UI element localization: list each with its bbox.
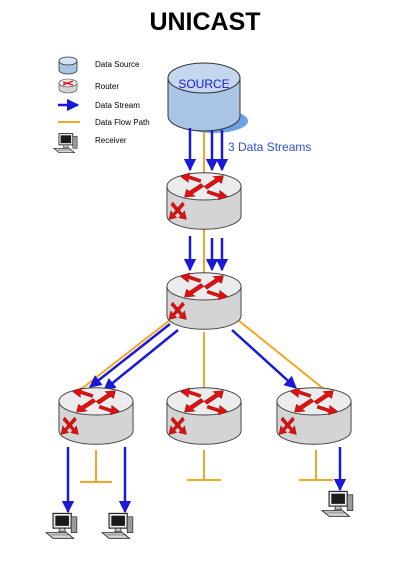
- data-source: SOURCE: [167, 62, 248, 133]
- flow-path-router2-to-router3: [79, 319, 171, 391]
- source-label: SOURCE: [178, 77, 229, 91]
- receiver-legend-icon: [53, 133, 78, 154]
- router-legend-icon: [58, 78, 78, 94]
- streams-router1-to-router2: [183, 236, 229, 272]
- flow-path-router2-to-router5: [237, 319, 326, 391]
- streams-to-receivers: [61, 447, 347, 514]
- receiver-1: [45, 512, 78, 539]
- legend: Data Source Router Data Stream Data Flow…: [53, 56, 150, 154]
- router-5: [276, 387, 352, 445]
- streams-count-label: 3 Data Streams: [228, 140, 311, 154]
- data-source-legend-icon: [58, 56, 78, 75]
- stream-to-router5: [231, 329, 297, 389]
- router-3: [58, 387, 134, 445]
- legend-receiver-label: Receiver: [95, 136, 127, 145]
- legend-data-stream-label: Data Stream: [95, 101, 140, 110]
- receiver-2: [101, 512, 134, 539]
- diagram-title: UNICAST: [149, 8, 260, 36]
- source-cylinder-top: [167, 62, 241, 94]
- legend-data-flow-path-label: Data Flow Path: [95, 118, 150, 127]
- stream-to-router3-b: [103, 329, 179, 391]
- streams-source-to-router1: [183, 128, 229, 172]
- legend-data-source-label: Data Source: [95, 60, 140, 69]
- router-4: [166, 387, 242, 445]
- streams-router2-to-leaves: [89, 323, 297, 391]
- legend-router-label: Router: [95, 82, 119, 91]
- router-2: [166, 272, 242, 330]
- receiver-3: [321, 490, 354, 517]
- stream-to-router3-a: [89, 323, 171, 388]
- router-1: [166, 172, 242, 230]
